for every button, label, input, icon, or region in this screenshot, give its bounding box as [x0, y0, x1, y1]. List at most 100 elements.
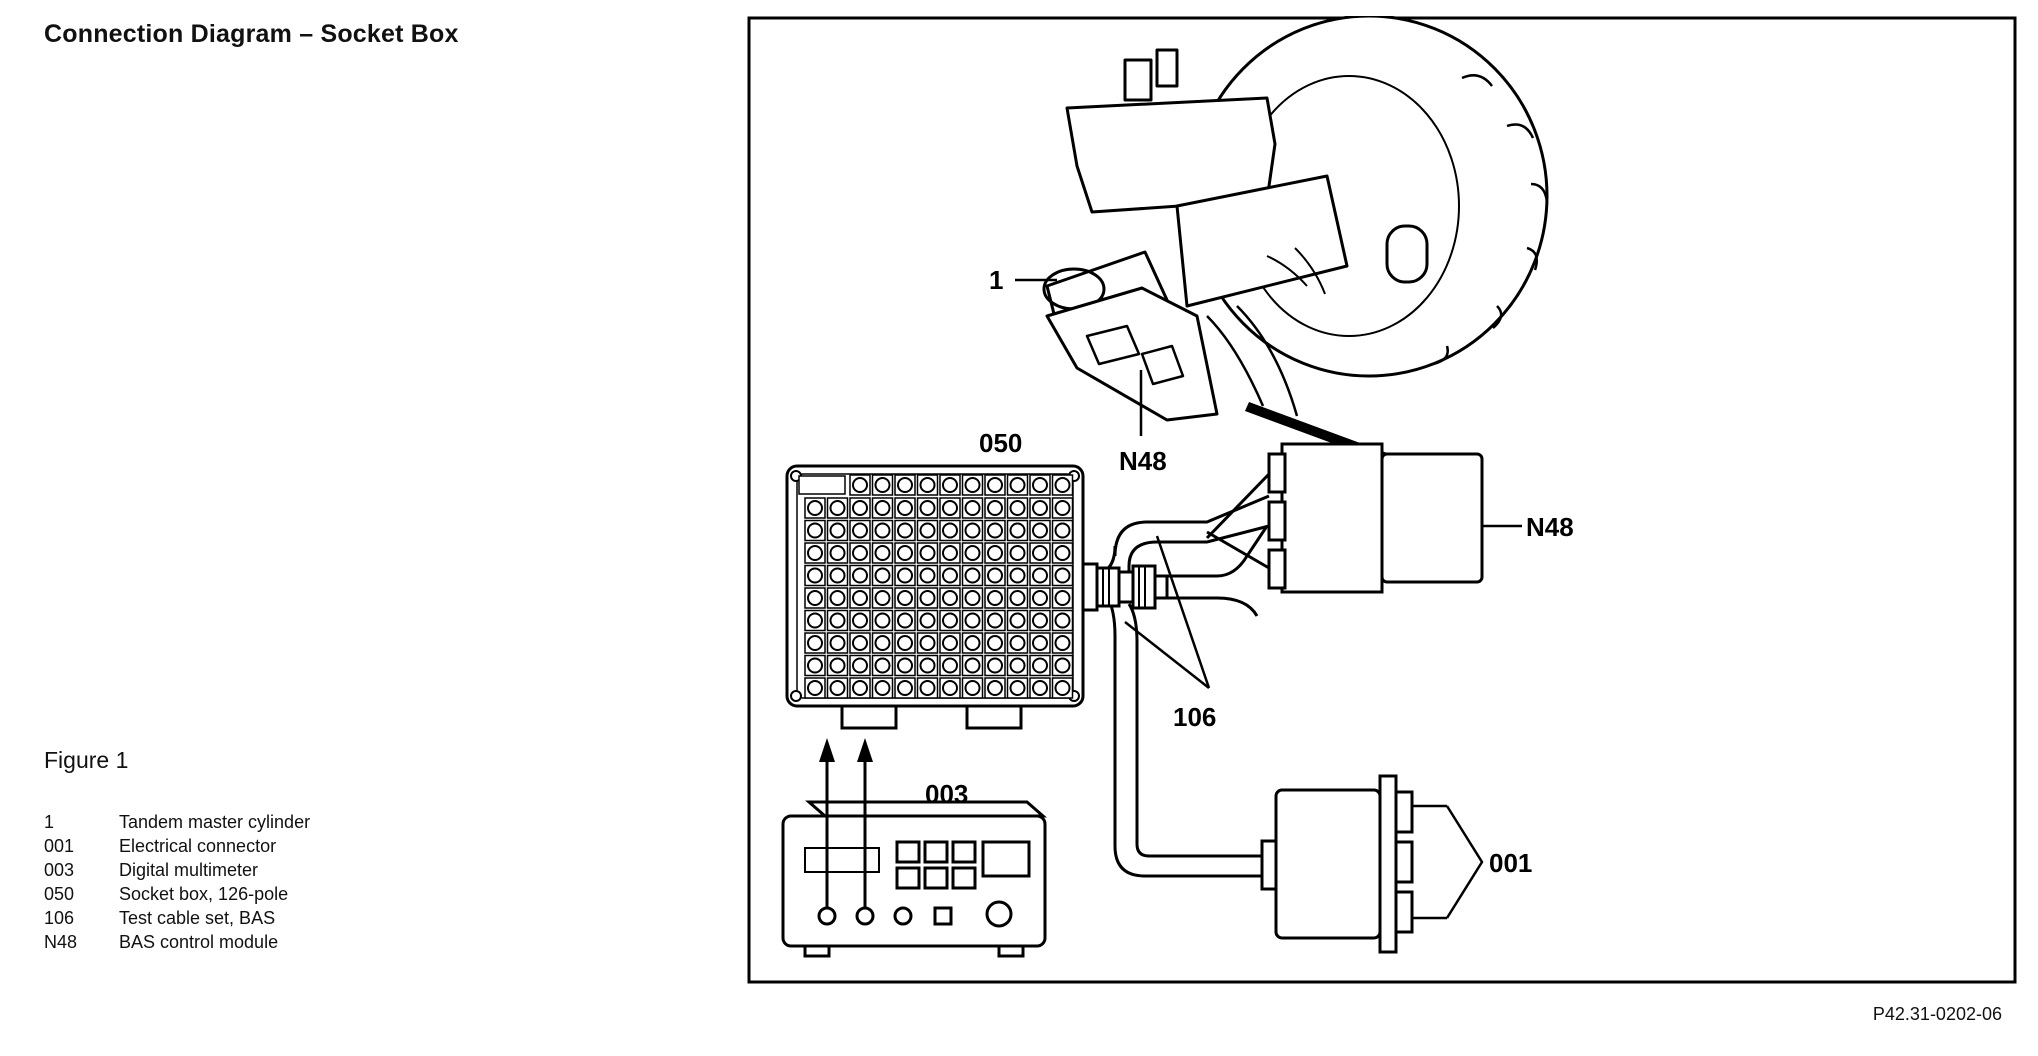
- bas-module-housing: [1045, 286, 1219, 422]
- multimeter-jack: [893, 906, 913, 926]
- socket-hole: [964, 680, 981, 696]
- socket-hole: [942, 657, 958, 674]
- booster-ribs: [1432, 74, 1549, 366]
- socket-hole: [874, 635, 891, 651]
- socket-hole: [942, 590, 958, 606]
- socket-hole: [897, 567, 913, 584]
- multimeter-foot: [997, 944, 1025, 958]
- socket-hole: [852, 500, 868, 516]
- socket-hole: [897, 680, 913, 696]
- socket-hole: [1009, 680, 1026, 696]
- callout-n48-module: N48: [1119, 446, 1167, 476]
- test-lead-arrow: [819, 738, 835, 762]
- socket-hole: [807, 657, 823, 674]
- socket-hole: [919, 500, 936, 516]
- socket-hole: [919, 545, 936, 561]
- multimeter-key: [951, 866, 977, 890]
- callout-050: 050: [979, 428, 1022, 458]
- socket-hole: [1009, 567, 1026, 584]
- socket-box-screw: [790, 690, 802, 702]
- coupling-cable: [1167, 596, 1259, 617]
- socket-hole: [874, 545, 891, 561]
- callout-001: 001: [1489, 848, 1532, 878]
- socket-hole: [1009, 635, 1026, 651]
- socket-hole: [897, 522, 913, 539]
- connector-001-pin: [1394, 790, 1414, 834]
- connector-001-stub: [1260, 839, 1278, 891]
- socket-hole: [964, 612, 981, 629]
- socket-hole: [1009, 612, 1026, 629]
- multimeter-label: [804, 847, 880, 873]
- socket-hole: [1009, 657, 1026, 674]
- socket-hole: [987, 545, 1003, 561]
- n48-connector: [1267, 442, 1484, 594]
- legend-item: 106 Test cable set, BAS: [44, 906, 310, 930]
- socket-hole: [874, 500, 891, 516]
- socket-hole: [874, 612, 891, 629]
- legend-code: 050: [44, 884, 75, 904]
- multimeter-foot: [803, 944, 831, 958]
- figure-id: P42.31-0202-06: [1872, 1004, 2002, 1024]
- socket-hole: [1054, 635, 1071, 651]
- socket-hole: [1032, 500, 1048, 516]
- legend-item: 1 Tandem master cylinder: [44, 810, 310, 834]
- socket-hole: [1054, 545, 1071, 561]
- socket-hole: [1032, 680, 1048, 696]
- socket-hole: [852, 567, 868, 584]
- socket-hole: [964, 590, 981, 606]
- legend-item: 001 Electrical connector: [44, 834, 310, 858]
- linkage: [1266, 247, 1326, 295]
- socket-hole: [987, 590, 1003, 606]
- multimeter-key: [923, 866, 949, 890]
- socket-hole: [807, 500, 823, 516]
- booster-stud: [1385, 224, 1429, 284]
- socket-hole: [942, 567, 958, 584]
- legend: 1 Tandem master cylinder 001 Electrical …: [44, 810, 310, 954]
- socket-hole: [964, 657, 981, 674]
- socket-hole: [829, 500, 846, 516]
- socket-hole: [942, 477, 958, 493]
- socket-hole: [829, 657, 846, 674]
- socket-hole: [1009, 477, 1026, 493]
- socket-hole: [942, 522, 958, 539]
- socket-hole: [852, 635, 868, 651]
- socket-hole: [1032, 477, 1048, 493]
- socket-hole: [987, 612, 1003, 629]
- socket-hole: [1009, 522, 1026, 539]
- legend-item: N48 BAS control module: [44, 930, 310, 954]
- legend-code: 1: [44, 812, 55, 832]
- connector-001-body: [1274, 788, 1382, 940]
- socket-hole: [919, 567, 936, 584]
- page-title: Connection Diagram – Socket Box: [44, 20, 459, 48]
- socket-hole: [1032, 590, 1048, 606]
- socket-hole: [852, 522, 868, 539]
- socket-hole: [897, 545, 913, 561]
- socket-hole: [1054, 590, 1071, 606]
- socket-hole: [852, 477, 868, 493]
- socket-hole: [874, 477, 891, 493]
- connection-diagram: 1 N48 N48 106 001 050 003: [747, 14, 2017, 984]
- socket-hole: [807, 590, 823, 606]
- socket-hole: [829, 522, 846, 539]
- n48-pin: [1267, 500, 1287, 542]
- brake-booster-assembly: [1042, 14, 1549, 422]
- socket-hole: [1054, 657, 1071, 674]
- socket-hole: [1032, 522, 1048, 539]
- legend-code: 001: [44, 836, 75, 856]
- socket-hole: [852, 680, 868, 696]
- multimeter-button: [933, 906, 953, 926]
- legend-code: 003: [44, 860, 75, 880]
- socket-hole: [1032, 657, 1048, 674]
- callout-106: 106: [1173, 702, 1216, 732]
- coupling-cable: [1167, 525, 1269, 578]
- n48-pin: [1267, 452, 1287, 494]
- coupling-plate: [1081, 562, 1099, 612]
- socket-hole: [829, 545, 846, 561]
- socket-hole: [919, 477, 936, 493]
- bas-module-detail: [1085, 324, 1185, 386]
- legend-text: BAS control module: [119, 932, 279, 952]
- n48-connector-body: [1280, 442, 1384, 594]
- socket-hole: [897, 590, 913, 606]
- reservoir-cap: [1123, 58, 1153, 102]
- socket-hole: [1054, 680, 1071, 696]
